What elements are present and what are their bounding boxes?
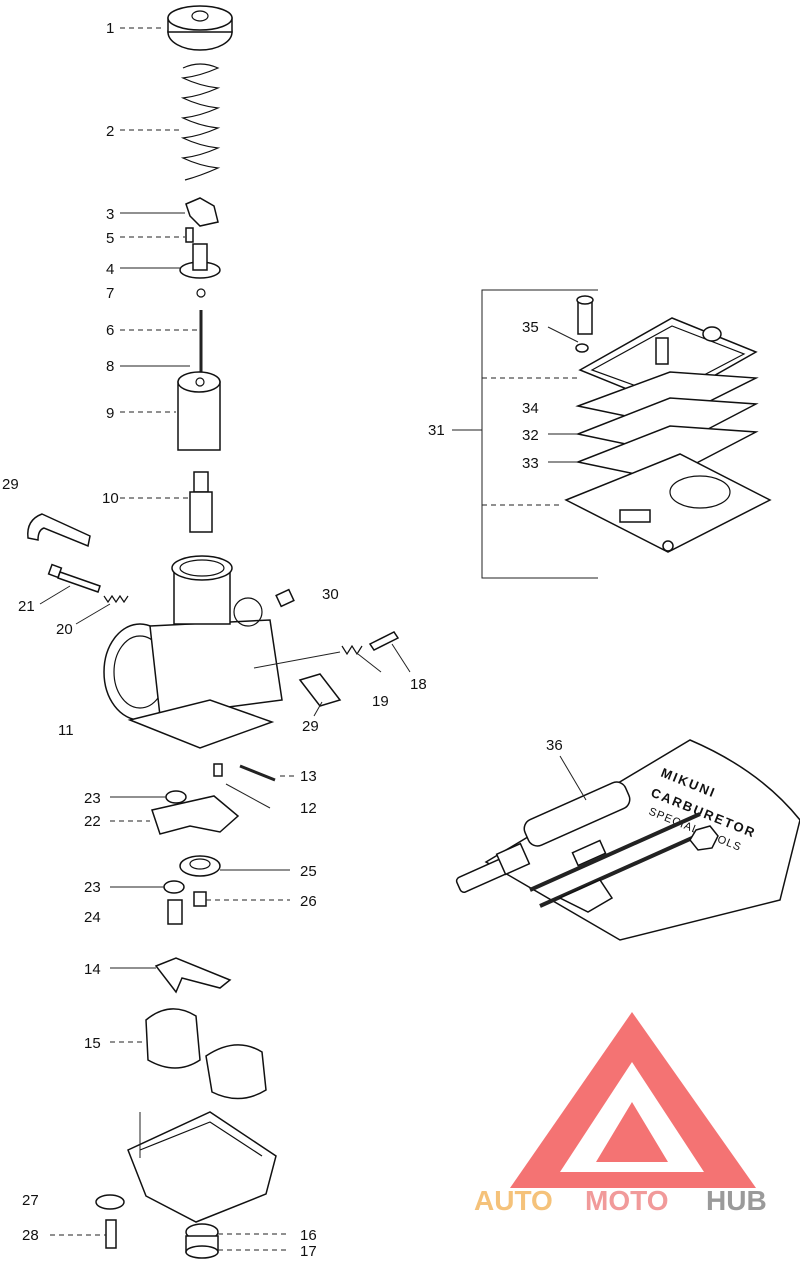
callout-20: 20	[56, 621, 73, 638]
callout-30: 30	[322, 586, 339, 603]
callout-22: 22	[84, 813, 101, 830]
part-o-ring-holder	[179, 855, 221, 877]
part-carburetor-body	[103, 555, 341, 749]
callout-10: 10	[102, 490, 119, 507]
part-air-spring	[341, 644, 363, 656]
callout-16: 16	[300, 1227, 317, 1244]
callout-24: 24	[84, 909, 101, 926]
callout-19: 19	[372, 693, 389, 710]
pump-group-bracket	[452, 289, 598, 579]
part-pilot-spring	[103, 594, 129, 604]
logo-text-hub: HUB	[706, 1185, 767, 1216]
part-throttle-slide	[177, 371, 221, 451]
part-drain-screw	[105, 1219, 117, 1249]
callout-12: 12	[300, 800, 317, 817]
callout-8: 8	[106, 358, 114, 375]
part-washer-upper	[165, 790, 187, 804]
callout-11: 11	[58, 722, 74, 739]
part-rod	[239, 764, 276, 782]
callout-15: 15	[84, 1035, 101, 1052]
part-hose-lower	[298, 673, 342, 707]
callout-14: 14	[84, 961, 101, 978]
part-washer-lower	[163, 880, 185, 894]
callout-5: 5	[106, 230, 114, 247]
callout-35: 35	[522, 319, 539, 336]
part-e-clip	[196, 288, 206, 298]
part-spring	[180, 63, 221, 181]
automotohub-logo: AUTO MOTO HUB	[474, 1012, 767, 1216]
part-plug	[275, 588, 295, 608]
part-tool-kit: MIKUNI CARBURETOR SPECIAL TOOLS	[455, 739, 800, 941]
leader-lines	[39, 27, 411, 1251]
callout-32: 32	[522, 427, 539, 444]
callout-7: 7	[106, 285, 114, 302]
callout-23-lower: 23	[84, 879, 101, 896]
part-baffle-plate	[151, 795, 240, 835]
logo-text-moto: MOTO	[585, 1185, 668, 1216]
part-needle-jet	[189, 471, 213, 533]
callout-1: 1	[106, 20, 114, 37]
callout-27: 27	[22, 1192, 39, 1209]
callout-34: 34	[522, 400, 539, 417]
part-needle-retainer	[179, 243, 221, 279]
callout-4: 4	[106, 261, 114, 278]
callout-28: 28	[22, 1227, 39, 1244]
part-pump-gaskets	[575, 371, 759, 481]
part-float-bowl	[127, 1111, 277, 1223]
callout-3: 3	[106, 206, 114, 223]
part-main-jet	[167, 899, 183, 925]
part-pilot-screw	[47, 563, 101, 593]
part-drain-gasket	[95, 1194, 125, 1210]
callout-2: 2	[106, 123, 114, 140]
callout-17: 17	[300, 1243, 317, 1260]
callout-6: 6	[106, 322, 114, 339]
part-pump-base	[564, 453, 772, 553]
callout-29-upper: 29	[2, 476, 19, 493]
callout-13: 13	[300, 768, 317, 785]
part-cap	[167, 5, 233, 51]
part-clip-plate	[185, 197, 219, 227]
part-float-arm	[154, 957, 232, 994]
callout-25: 25	[300, 863, 317, 880]
part-pilot-jet	[193, 891, 207, 907]
callout-31: 31	[428, 422, 445, 439]
callout-26: 26	[300, 893, 317, 910]
part-floats	[145, 1008, 267, 1100]
callout-33: 33	[522, 455, 539, 472]
part-small-screw	[213, 763, 223, 777]
callout-29-lower: 29	[302, 718, 319, 735]
part-drain-plug	[185, 1223, 219, 1259]
part-pin	[185, 227, 194, 243]
callout-23-upper: 23	[84, 790, 101, 807]
callout-36: 36	[546, 737, 563, 754]
logo-text-auto: AUTO	[474, 1185, 553, 1216]
callout-labels: 1 2 3 5 4 7 6 8 9 29 10 21 30 20 18 19 2…	[2, 20, 563, 1260]
callout-21: 21	[18, 598, 35, 615]
part-hose-upper	[27, 513, 91, 548]
callout-9: 9	[106, 405, 114, 422]
callout-18: 18	[410, 676, 427, 693]
part-air-screw	[368, 631, 400, 651]
